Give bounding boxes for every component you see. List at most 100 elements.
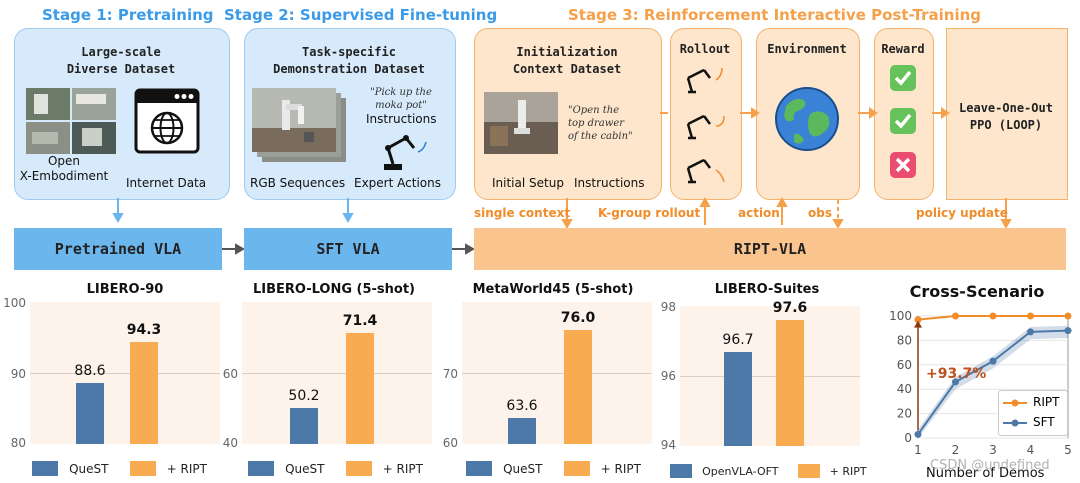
chart2-legend-ript-swatch xyxy=(345,461,372,476)
chart3-legend-quest-label: QueST xyxy=(503,462,543,476)
chart5-xtick: 2 xyxy=(952,443,960,457)
chart1-value-quest: 88.6 xyxy=(74,362,106,379)
action-label: action xyxy=(738,206,780,220)
chart3-bar-ript xyxy=(564,330,592,444)
chart3-value-quest: 63.6 xyxy=(506,398,538,415)
rgb-sequences-label: RGB Sequences xyxy=(250,176,346,190)
chart1-legend-ript-label: + RIPT xyxy=(166,462,207,476)
chart5-xtick: 5 xyxy=(1064,443,1072,457)
chart5-point-sft xyxy=(914,430,922,438)
instructions-label: Instructions xyxy=(574,176,645,190)
chart5-sft-band xyxy=(918,325,1068,438)
chart5-ytick: 40 xyxy=(897,382,912,396)
chart1-legend-quest-label: QueST xyxy=(69,462,109,476)
chart5-legend: RIPT SFT xyxy=(998,390,1068,436)
stage3-instruction-text: "Open the top drawer of the cabin" xyxy=(568,105,633,142)
rollout-robot-icons xyxy=(680,60,730,190)
robot-arm-icon xyxy=(374,128,434,172)
chart4-legend: OpenVLA-OFT + RIPT xyxy=(670,460,867,479)
chart3-ytick-mid: 70 xyxy=(442,367,458,381)
chart4-ytick-top: 98 xyxy=(660,300,676,314)
chart4-bar-ript xyxy=(776,320,804,446)
chart4-title: LIBERO-Suites xyxy=(714,282,820,297)
chart1-legend: QueST + RIPT xyxy=(32,458,207,477)
oxe-collage-image xyxy=(26,88,116,154)
stage2-heading: Task-specific Demonstration Dataset xyxy=(273,45,425,76)
chart5-ytick: 100 xyxy=(889,309,912,323)
chart2-bar-quest xyxy=(290,407,318,444)
chart5-legend-ript: RIPT xyxy=(1033,395,1060,409)
chart2-value-quest: 50.2 xyxy=(288,387,320,404)
single-context-label: single context xyxy=(474,206,571,220)
chart1-gridline xyxy=(30,373,220,374)
chart5-xlabel: Number of Demos xyxy=(926,466,1045,481)
chart1-ytick-mid: 90 xyxy=(10,367,26,381)
ript-vla-box: RIPT-VLA xyxy=(474,228,1066,270)
chart5-ytick: 20 xyxy=(897,407,912,421)
chart2-legend-quest-swatch xyxy=(248,461,274,476)
stage3-title: Stage 3: Reinforcement Interactive Post-… xyxy=(568,6,981,24)
chart3-value-ript: 76.0 xyxy=(560,310,596,327)
chart4-legend-ript-label: + RIPT xyxy=(829,465,867,478)
chart2-bar-ript xyxy=(346,332,374,444)
chart5-title: Cross-Scenario xyxy=(909,282,1045,301)
chart2-ytick-mid: 60 xyxy=(222,367,238,381)
chart5-point-ript xyxy=(952,312,959,320)
chart3-title: MetaWorld45 (5-shot) xyxy=(472,282,634,297)
chart3-gridline xyxy=(462,373,652,374)
chart1-legend-quest-swatch xyxy=(32,461,58,476)
stage2-instruction-text: "Pick up the moka pot" xyxy=(370,87,432,111)
chart1-title: LIBERO-90 xyxy=(86,282,164,297)
chart1-bar-ript xyxy=(130,342,158,444)
internet-browser-icon xyxy=(132,86,202,156)
initial-setup-label: Initial Setup xyxy=(492,176,564,190)
rgb-sequence-image xyxy=(252,88,348,164)
chart4-legend-openvla-swatch xyxy=(670,463,692,478)
chart5-xtick: 1 xyxy=(914,443,922,457)
obs-label: obs xyxy=(808,206,832,220)
chart2-legend-ript-label: + RIPT xyxy=(382,462,423,476)
chart4-ytick-bottom: 94 xyxy=(660,438,676,452)
chart5-annotation: +93.7% xyxy=(926,366,987,382)
stage2-instructions-label: Instructions xyxy=(366,112,437,126)
chart4-value-ript: 97.6 xyxy=(772,300,808,316)
chart2-gridline xyxy=(242,373,432,374)
chart3-bar-quest xyxy=(508,418,536,444)
stage1-title: Stage 1: Pretraining xyxy=(42,6,214,24)
rollout-label: Rollout xyxy=(679,42,731,56)
k-group-rollout-label: K-group rollout xyxy=(598,206,701,220)
chart5-point-sft xyxy=(1064,327,1072,335)
chart5-point-ript xyxy=(1027,312,1034,320)
chart5-xtick: 4 xyxy=(1027,443,1035,457)
chart1-legend-ript-swatch xyxy=(129,461,156,476)
chart2-title: LIBERO-LONG (5-shot) xyxy=(252,282,416,297)
chart5-legend-markers xyxy=(1003,399,1027,427)
chart3-legend-ript-label: + RIPT xyxy=(600,462,641,476)
chart5-point-sft xyxy=(989,357,997,365)
chart5-point-ript xyxy=(989,312,997,320)
chart3-legend-quest-swatch xyxy=(466,461,492,476)
chart3-ytick-bottom: 60 xyxy=(442,436,458,450)
chart3-legend: QueST + RIPT xyxy=(466,458,641,477)
chart4-legend-openvla-label: OpenVLA-OFT xyxy=(702,465,779,478)
init-context-heading: Initialization Context Dataset xyxy=(512,45,622,76)
chart5-point-ript xyxy=(1064,312,1072,320)
chart1-value-ript: 94.3 xyxy=(126,322,162,339)
stage1-heading: Large-scale Diverse Dataset xyxy=(66,45,176,76)
chart2-legend: QueST + RIPT xyxy=(248,458,423,477)
chart1-bar-quest xyxy=(76,382,104,444)
sft-vla-box: SFT VLA xyxy=(244,228,452,270)
initial-setup-image xyxy=(484,92,558,154)
policy-update-label: policy update xyxy=(916,206,1008,220)
chart5-point-sft xyxy=(952,378,959,386)
chart4-gridline xyxy=(680,376,860,377)
reward-icons xyxy=(889,64,917,184)
chart3-legend-ript-swatch xyxy=(563,461,590,476)
watermark: CSDN @undefined xyxy=(930,458,1050,473)
chart5-point-sft xyxy=(1027,328,1034,336)
chart2-ytick-bottom: 40 xyxy=(222,436,238,450)
chart5-ytick: 0 xyxy=(904,431,912,445)
earth-globe-icon xyxy=(772,84,842,154)
chart4-value-openvla: 96.7 xyxy=(722,331,754,348)
